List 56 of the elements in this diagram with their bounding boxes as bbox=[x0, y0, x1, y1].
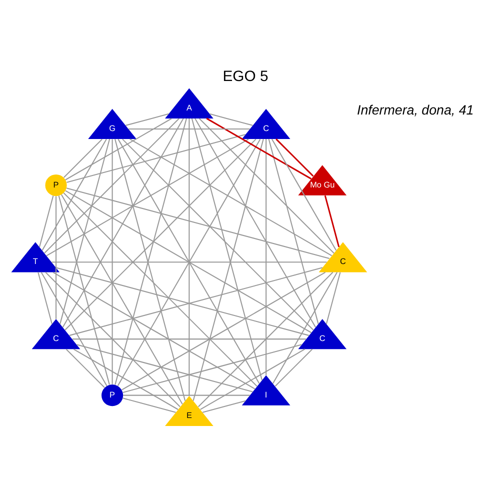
connector bbox=[72, 338, 306, 340]
connector bbox=[128, 128, 250, 130]
connector bbox=[122, 272, 326, 390]
connector bbox=[52, 262, 327, 263]
connector bbox=[45, 272, 180, 408]
connector bbox=[46, 138, 249, 256]
caption: Infermera, dona, 41 bbox=[356, 102, 474, 118]
connector bbox=[191, 118, 262, 380]
connector bbox=[63, 138, 102, 178]
connector bbox=[123, 394, 250, 396]
connector bbox=[326, 272, 341, 324]
connector bbox=[52, 272, 256, 390]
connector bbox=[66, 348, 105, 388]
connector bbox=[66, 134, 246, 183]
connector bbox=[63, 192, 258, 387]
connector bbox=[64, 138, 256, 330]
connector bbox=[60, 138, 110, 324]
diagram-title: EGO 5 bbox=[222, 68, 268, 85]
connector bbox=[73, 348, 178, 410]
connector bbox=[274, 348, 313, 386]
connector bbox=[122, 138, 314, 330]
connector bbox=[202, 400, 246, 413]
connector bbox=[192, 138, 264, 401]
connector bbox=[130, 138, 332, 256]
connector bbox=[210, 113, 253, 126]
connector bbox=[324, 195, 340, 248]
connector bbox=[206, 118, 312, 180]
connector bbox=[198, 118, 334, 254]
connector bbox=[272, 272, 338, 384]
connector bbox=[65, 118, 172, 180]
connector bbox=[188, 118, 190, 396]
connector bbox=[58, 196, 110, 385]
connector bbox=[266, 139, 267, 376]
connector bbox=[44, 118, 180, 254]
connector bbox=[268, 138, 319, 324]
connector bbox=[38, 272, 52, 324]
connector bbox=[122, 398, 176, 413]
connector bbox=[276, 138, 314, 177]
node-circle: P bbox=[102, 384, 124, 406]
connector bbox=[38, 196, 54, 248]
connector bbox=[56, 196, 57, 319]
connector bbox=[60, 194, 183, 404]
connector bbox=[200, 348, 306, 410]
node-circle: P bbox=[45, 174, 67, 196]
connector bbox=[40, 272, 108, 386]
connector bbox=[65, 190, 312, 334]
connector bbox=[198, 272, 334, 408]
connector bbox=[271, 138, 337, 251]
connector bbox=[66, 188, 330, 260]
connector bbox=[62, 118, 184, 328]
connector bbox=[194, 118, 316, 328]
connector bbox=[42, 138, 107, 251]
connector bbox=[126, 113, 169, 126]
connector bbox=[112, 139, 113, 384]
connector bbox=[76, 344, 253, 392]
connector bbox=[122, 344, 302, 394]
